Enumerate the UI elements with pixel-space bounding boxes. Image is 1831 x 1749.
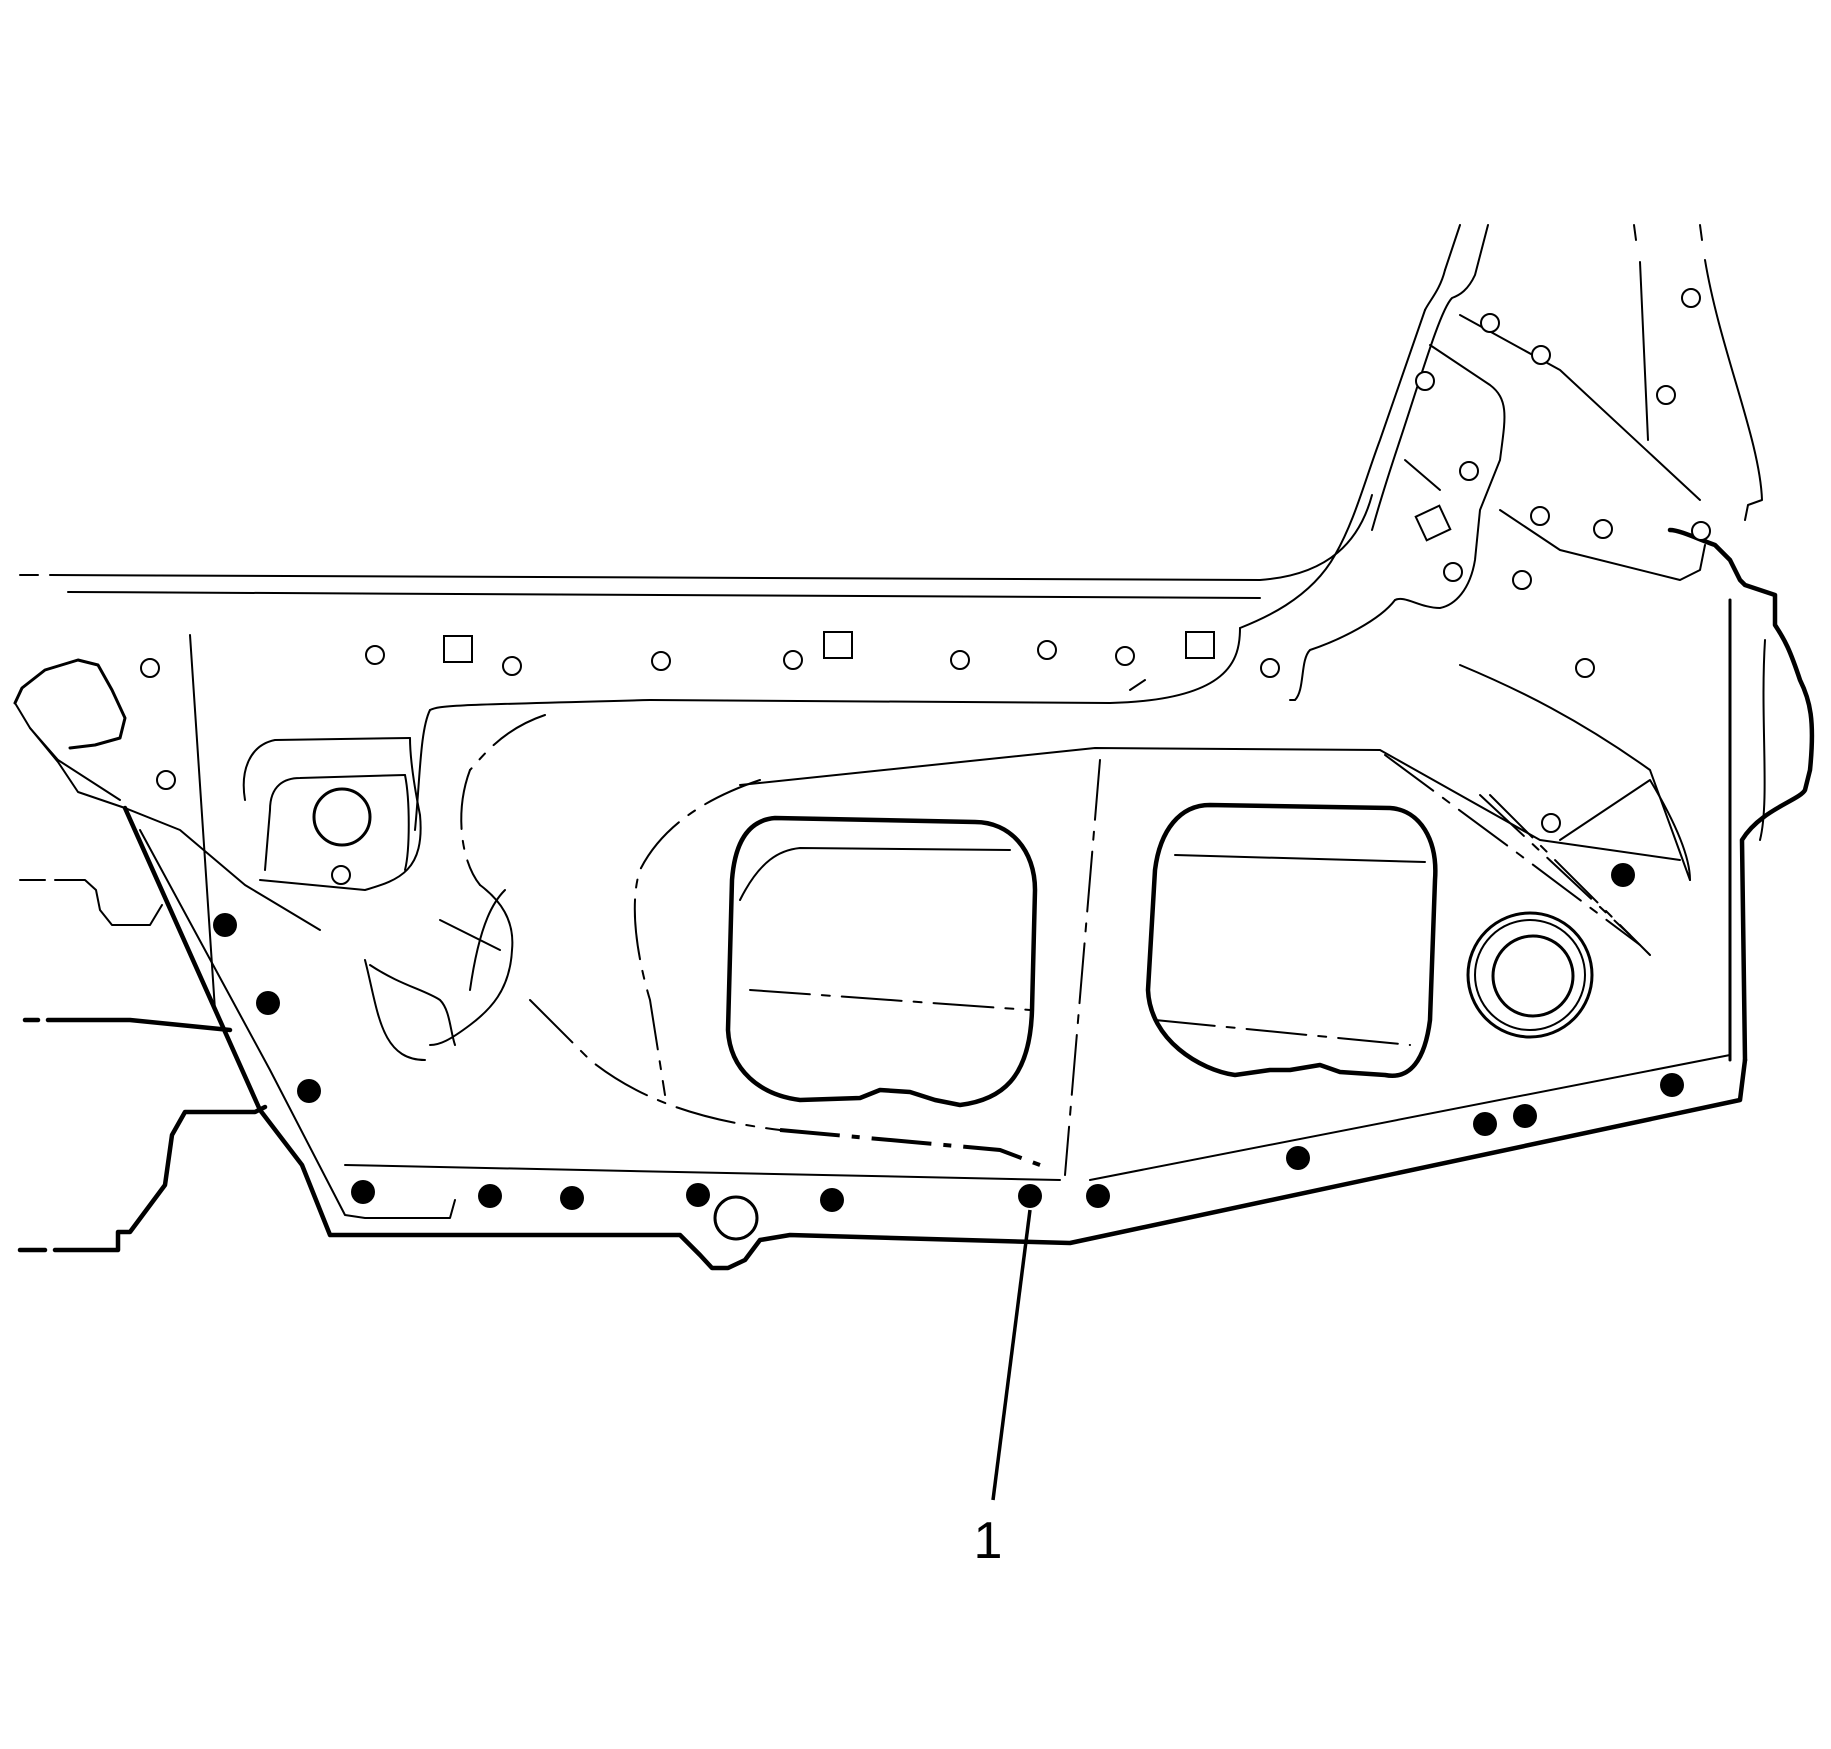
spot-weld — [820, 1188, 844, 1212]
spot-weld — [351, 1180, 375, 1204]
upper-pillar — [1239, 224, 1763, 701]
spot-weld — [297, 1079, 321, 1103]
spot-weld — [1611, 863, 1635, 887]
main-panel-outline — [122, 527, 1815, 1271]
opening-left — [725, 815, 1038, 1108]
spot-weld — [213, 913, 237, 937]
spot-weld — [1286, 1146, 1310, 1170]
callout-label: 1 — [974, 1512, 1003, 1570]
spot-weld — [1086, 1184, 1110, 1208]
inner-contours — [189, 627, 1691, 1176]
callout-leader-line — [991, 1209, 1032, 1501]
locating-hole-bottom — [713, 1195, 759, 1241]
spot-weld — [1513, 1104, 1537, 1128]
callout-1: 1 — [974, 1209, 1032, 1570]
spot-weld — [560, 1186, 584, 1210]
square-holes — [443, 504, 1452, 663]
lightening-holes — [312, 787, 1594, 1241]
opening-round-inner — [1491, 934, 1575, 1018]
spot-weld — [1660, 1073, 1684, 1097]
spot-weld — [686, 1183, 710, 1207]
pilot-holes — [140, 288, 1711, 833]
opening-right — [1145, 802, 1438, 1078]
spot-weld — [478, 1184, 502, 1208]
spot-welds — [213, 863, 1684, 1212]
opening-round-mid — [1474, 919, 1586, 1031]
left-adjoining-structure — [13, 494, 1373, 1253]
spot-weld — [1018, 1184, 1042, 1208]
spot-weld — [256, 991, 280, 1015]
opening-left-round — [312, 787, 372, 847]
spot-weld — [1473, 1112, 1497, 1136]
opening-round-outer — [1466, 911, 1594, 1039]
